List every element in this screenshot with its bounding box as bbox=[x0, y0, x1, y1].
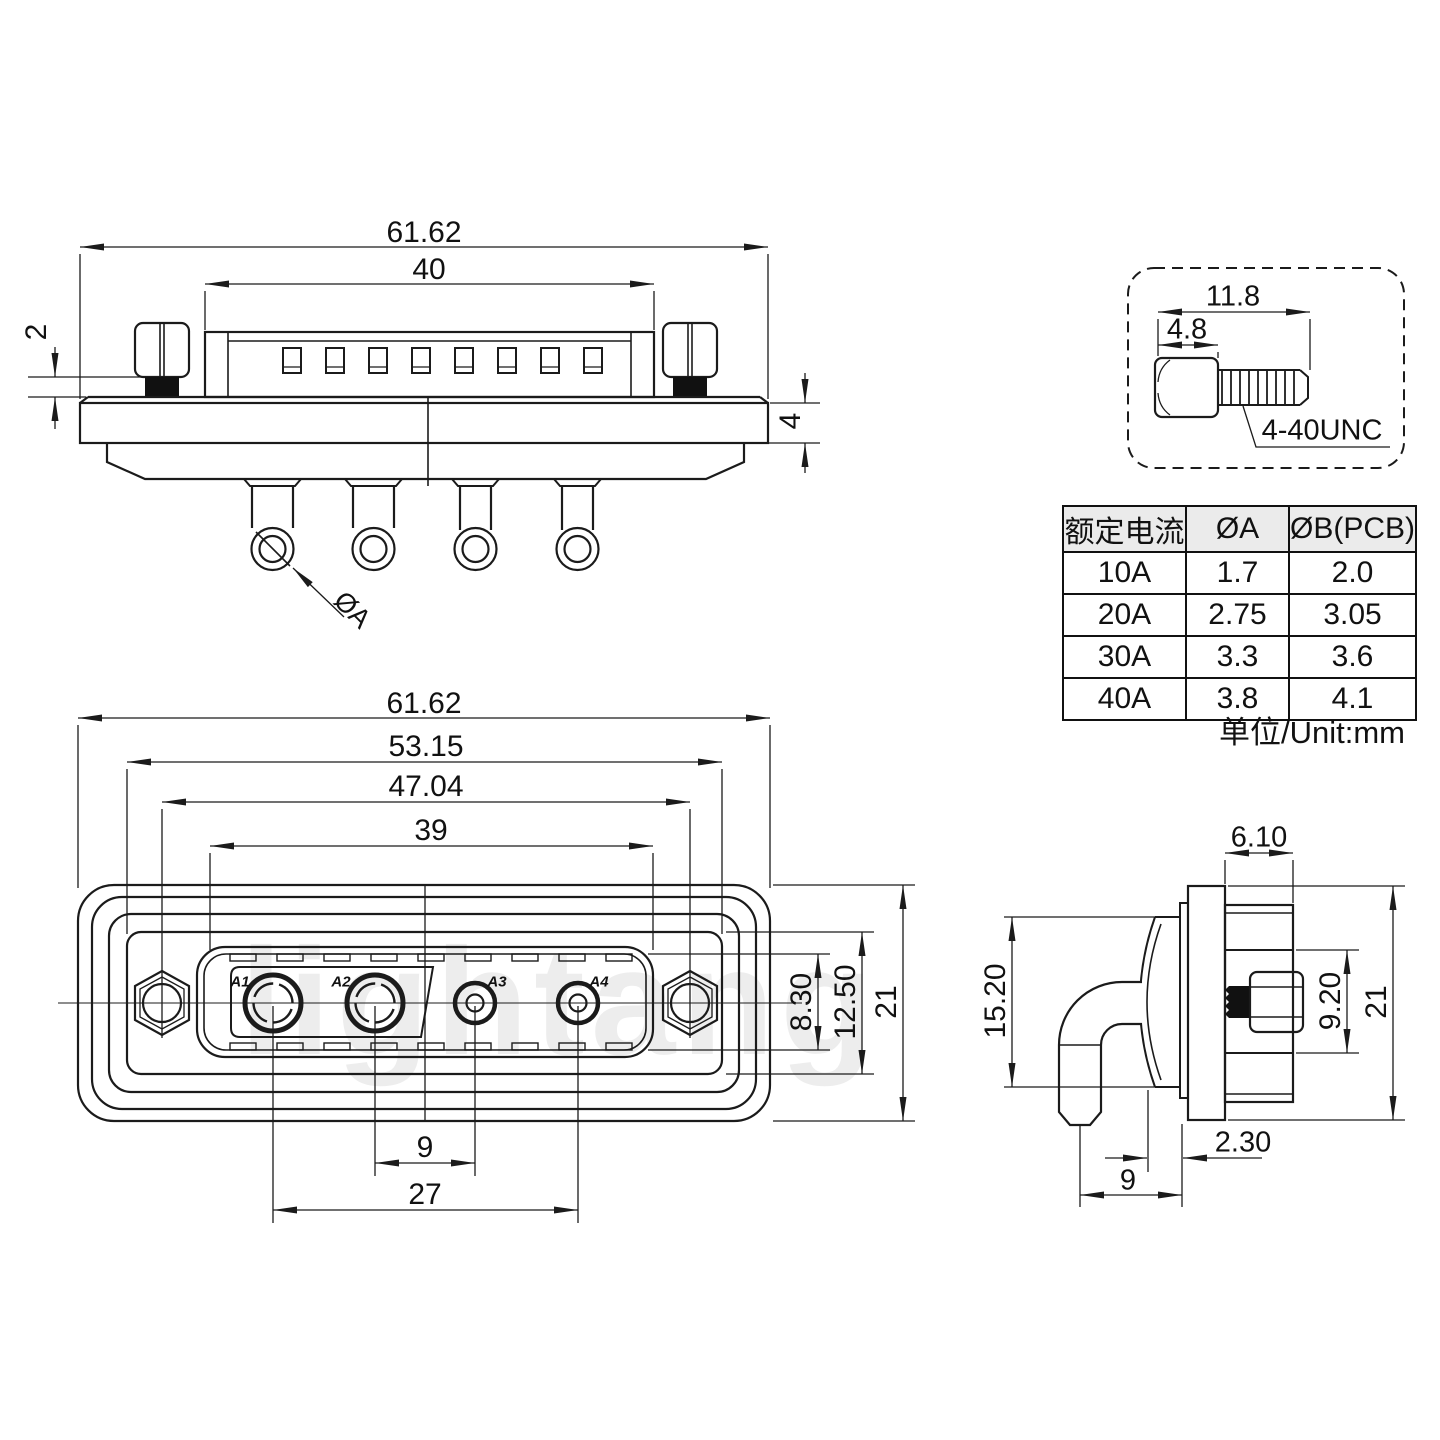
current-rating-table: 额定电流 ØA ØB(PCB) 10A 1.7 2.0 20A 2.75 3.0… bbox=[1062, 505, 1418, 721]
fv-dim-panel-width: 53.15 bbox=[388, 730, 464, 763]
sv-dim-front-height: 15.20 bbox=[979, 963, 1012, 1039]
fv-dim-total-height: 21 bbox=[870, 985, 903, 1019]
top-view-drawing bbox=[28, 243, 820, 618]
sv-dim-boss-height: 9.20 bbox=[1314, 971, 1347, 1031]
screw-detail-drawing bbox=[1127, 267, 1405, 469]
fv-dim-pitch-large: 27 bbox=[408, 1178, 442, 1211]
fv-dim-panel-height: 12.50 bbox=[829, 964, 862, 1040]
thumbscrew-left bbox=[133, 321, 191, 397]
mounting-flange-top bbox=[78, 395, 770, 487]
fv-dim-opening-height: 8.30 bbox=[785, 972, 818, 1032]
shell-spring-ticks bbox=[229, 953, 633, 1051]
fv-contact-label-a4: A4 bbox=[589, 973, 609, 991]
sd-dim-total-length: 11.8 bbox=[1205, 280, 1261, 313]
tv-dim-flange-thickness: 4 bbox=[774, 412, 807, 430]
detail-boundary-box bbox=[1127, 267, 1405, 469]
thumbscrew-right bbox=[661, 321, 719, 397]
fv-dim-screw-spacing: 47.04 bbox=[388, 770, 464, 803]
power-contact-insert-outline bbox=[230, 966, 435, 1038]
table-row: 20A 2.75 3.05 bbox=[1062, 593, 1418, 637]
table-row: 30A 3.3 3.6 bbox=[1062, 635, 1418, 679]
unit-note: 单位/Unit:mm bbox=[1219, 715, 1405, 750]
fv-contact-label-a2: A2 bbox=[331, 973, 351, 991]
fv-contact-label-a1: A1 bbox=[230, 973, 250, 991]
solder-pins bbox=[250, 486, 600, 572]
sd-dim-head-length: 4.8 bbox=[1166, 313, 1208, 346]
fv-dim-total-width: 61.62 bbox=[386, 687, 462, 720]
sd-thread-spec: 4-40UNC bbox=[1261, 414, 1383, 447]
table-row: 10A 1.7 2.0 bbox=[1062, 551, 1418, 595]
fv-dim-shell-width: 39 bbox=[414, 814, 448, 847]
header-dia-b-pcb: ØB(PCB) bbox=[1287, 505, 1418, 553]
header-rated-current: 额定电流 bbox=[1062, 505, 1187, 553]
fv-contact-label-a3: A3 bbox=[487, 973, 507, 991]
table-header-row: 额定电流 ØA ØB(PCB) bbox=[1062, 505, 1418, 553]
insulator-slots bbox=[282, 347, 603, 374]
screw-drawing bbox=[1153, 356, 1309, 419]
sv-dim-gap: 2.30 bbox=[1214, 1126, 1272, 1159]
side-view-drawing bbox=[1004, 849, 1405, 1207]
header-dia-a: ØA bbox=[1185, 505, 1290, 553]
sv-dim-total-height: 21 bbox=[1360, 985, 1393, 1019]
tv-dim-total-width: 61.62 bbox=[386, 216, 462, 249]
table-row: 40A 3.8 4.1 bbox=[1062, 677, 1418, 721]
sv-dim-shell-depth: 6.10 bbox=[1230, 821, 1288, 854]
front-view-drawing bbox=[58, 714, 915, 1223]
insulator-body bbox=[203, 330, 656, 399]
right-angle-pin bbox=[1057, 980, 1142, 1127]
tv-dim-thread-gap: 2 bbox=[20, 323, 53, 341]
tv-dim-insert-width: 40 bbox=[412, 253, 446, 286]
fv-dim-pitch-small: 9 bbox=[416, 1131, 434, 1164]
sv-dim-pin-to-flange: 9 bbox=[1119, 1164, 1137, 1197]
